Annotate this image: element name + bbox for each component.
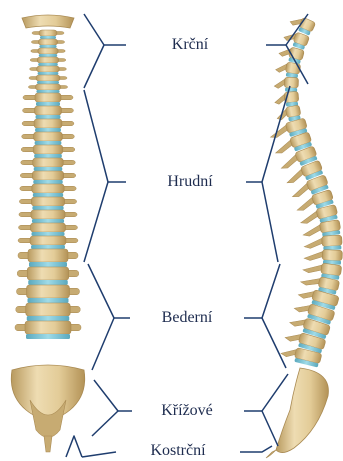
side-coccyx	[266, 450, 276, 458]
spinous-process	[289, 316, 305, 329]
intervertebral-disc	[36, 102, 60, 106]
intervertebral-disc	[33, 193, 63, 197]
vertebra	[27, 285, 70, 298]
intervertebral-disc	[26, 334, 70, 339]
sacrum	[11, 365, 84, 419]
vertebra	[27, 267, 69, 280]
spinous-process	[273, 140, 293, 155]
bracket-right-lumbar	[262, 264, 286, 368]
intervertebral-disc	[34, 154, 62, 158]
spinous-process	[278, 46, 290, 58]
intervertebral-disc	[36, 90, 59, 93]
intervertebral-disc	[28, 298, 69, 303]
spinous-process	[299, 211, 319, 224]
bracket-left-cervical	[84, 14, 104, 88]
vertebra	[37, 66, 60, 72]
atlas-vertebra	[22, 15, 74, 28]
spinous-process	[279, 155, 299, 170]
side-vertebra-group	[304, 235, 343, 252]
vertebra	[37, 57, 59, 63]
spinous-process	[290, 184, 310, 199]
bracket-left-lumbar	[88, 264, 114, 370]
vertebra	[31, 210, 65, 219]
vertebra	[28, 249, 68, 262]
intervertebral-disc	[32, 219, 64, 223]
vertebral-body	[322, 235, 343, 247]
intervertebral-disc	[28, 280, 68, 285]
intervertebral-disc	[40, 36, 56, 39]
vertebra	[31, 197, 64, 206]
intervertebral-disc	[37, 81, 59, 84]
region-brackets	[66, 14, 308, 457]
vertebra	[33, 145, 63, 154]
spinous-process	[304, 251, 322, 261]
intervertebral-disc	[32, 206, 63, 210]
intervertebral-disc	[27, 316, 70, 321]
vertebra	[25, 321, 71, 334]
bracket-left-sacral	[92, 380, 118, 436]
vertebra	[32, 184, 64, 193]
front-view-spine	[11, 15, 84, 452]
side-vertebra-group	[288, 13, 316, 36]
bracket-left-thoracic	[84, 90, 108, 262]
vertebral-body	[284, 77, 298, 88]
vertebra	[36, 75, 60, 81]
intervertebral-disc	[39, 54, 57, 57]
intervertebral-disc	[33, 180, 62, 184]
vertebra	[31, 223, 66, 232]
side-view-spine	[266, 13, 342, 458]
vertebra	[35, 93, 61, 102]
intervertebral-disc	[35, 128, 61, 132]
vertebra	[38, 48, 58, 54]
spinous-process	[274, 79, 284, 89]
spinous-process	[285, 331, 301, 344]
side-vertebra-group	[304, 249, 343, 265]
spinous-process	[304, 238, 323, 248]
spinous-process	[295, 198, 315, 212]
spinous-process	[294, 301, 310, 314]
intervertebral-disc	[32, 232, 65, 236]
label-sacral: Křížové	[161, 402, 213, 420]
bracket-right-coccygeal	[240, 446, 272, 452]
intervertebral-disc	[38, 72, 59, 75]
label-thoracic: Hrudní	[167, 173, 212, 191]
intervertebral-disc	[38, 63, 58, 66]
spinous-process	[303, 263, 322, 275]
spinous-process	[274, 94, 285, 104]
vertebra	[30, 236, 66, 245]
vertebral-body	[322, 250, 342, 261]
coccyx	[44, 436, 52, 452]
spinous-process	[284, 169, 304, 184]
intervertebral-disc	[31, 245, 65, 249]
intervertebral-disc	[35, 141, 62, 145]
vertebra	[34, 132, 63, 141]
vertebra	[39, 30, 57, 36]
intervertebral-disc	[34, 167, 63, 171]
intervertebral-disc	[29, 262, 67, 267]
vertebra	[35, 84, 60, 90]
vertebra	[26, 303, 71, 316]
bracket-left-coccygeal	[66, 436, 82, 457]
spinous-process	[300, 275, 320, 288]
spinous-process	[275, 62, 286, 73]
spinous-process	[302, 225, 321, 237]
label-lumbar: Bederní	[162, 309, 213, 327]
spinous-process	[298, 288, 314, 301]
vertebra	[33, 158, 64, 167]
label-cervical: Krční	[172, 36, 208, 54]
side-vertebra-group	[274, 77, 299, 92]
intervertebral-disc	[39, 45, 56, 48]
vertebra	[35, 106, 62, 115]
vertebra	[38, 39, 57, 45]
label-coccygeal: Kostrční	[150, 442, 205, 460]
intervertebral-disc	[36, 115, 61, 119]
vertebra	[32, 171, 63, 180]
vertebra	[34, 119, 62, 128]
spinous-process	[280, 346, 296, 358]
tick-left-coccygeal	[82, 452, 116, 457]
